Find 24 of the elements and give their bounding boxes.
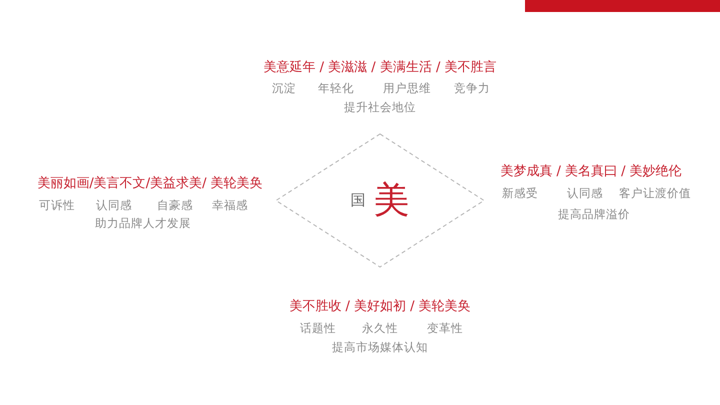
keyword-text: 可诉性 <box>39 198 75 212</box>
keyword-text: 自豪感 <box>157 198 193 212</box>
keyword-text: 提升社会地位 <box>344 100 416 114</box>
heading-text: 美梦成真 / 美名真曰 / 美妙绝伦 <box>500 164 682 180</box>
keyword-text: 变革性 <box>427 320 463 336</box>
center-character: 美 <box>374 182 410 218</box>
center-character: 国 <box>350 190 366 212</box>
heading-text: 美不胜收 / 美好如初 / 美轮美奂 <box>289 298 471 316</box>
heading-text: 美丽如画/美言不文/美益求美/ 美轮美奂 <box>37 176 263 192</box>
keyword-text: 提高市场媒体认知 <box>332 340 428 354</box>
keyword-text: 认同感 <box>567 186 603 200</box>
keyword-text: 提高品牌溢价 <box>558 206 630 222</box>
keyword-text: 永久性 <box>362 320 398 336</box>
keyword-text: 竞争力 <box>454 80 490 96</box>
keyword-text: 幸福感 <box>212 198 248 212</box>
keyword-text: 用户思维 <box>383 80 431 96</box>
keyword-text: 助力品牌人才发展 <box>95 216 191 230</box>
heading-text: 美意延年 / 美滋滋 / 美满生活 / 美不胜言 <box>264 60 496 76</box>
keyword-text: 沉淀 <box>272 80 296 96</box>
keyword-text: 年轻化 <box>318 80 354 96</box>
keyword-text: 认同感 <box>96 198 132 212</box>
keyword-text: 话题性 <box>300 320 336 336</box>
keyword-text: 客户让渡价值 <box>619 186 691 200</box>
keyword-text: 新感受 <box>502 186 538 200</box>
